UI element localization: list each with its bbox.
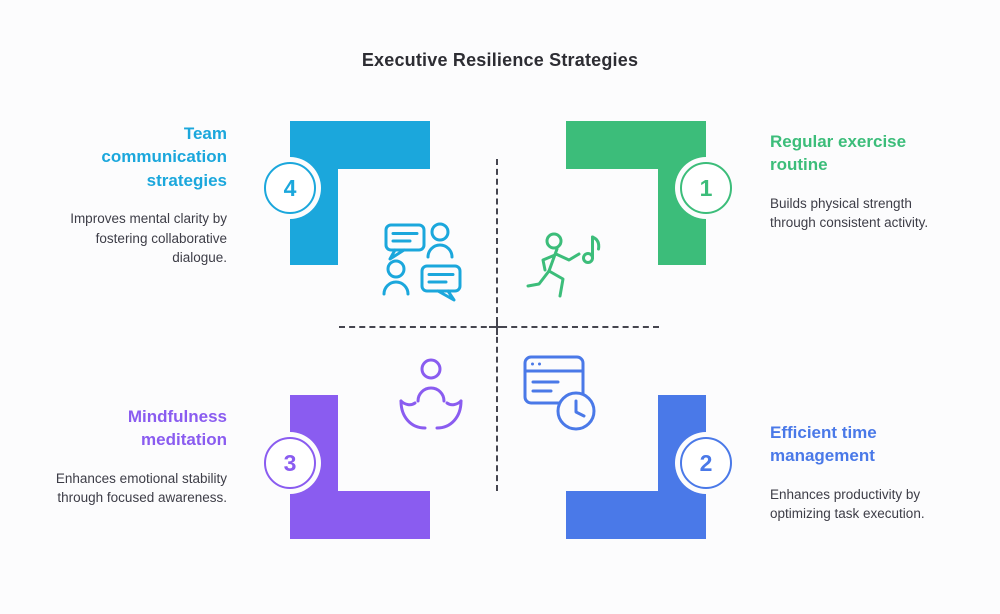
quadrant-text-mindfulness-meditation: Mindfulness meditation Enhances emotiona…: [37, 405, 227, 507]
quadrant-text-time-management: Efficient time management Enhances produ…: [770, 421, 970, 523]
runner-music-icon: [524, 222, 608, 304]
quadrant-description: Builds physical strength through consist…: [770, 195, 929, 231]
quadrant-description: Enhances emotional stability through foc…: [55, 470, 227, 506]
step-number-badge-3: 3: [264, 437, 316, 489]
step-number-badge-1: 1: [680, 162, 732, 214]
quadrant-title: Efficient time management: [770, 423, 877, 466]
step-number-label: 4: [283, 174, 297, 201]
quadrant-description: Improves mental clarity by fostering col…: [70, 211, 227, 265]
quadrant-title: Team communication strategies: [101, 124, 227, 190]
quadrant-description: Enhances productivity by optimizing task…: [770, 486, 925, 522]
schedule-clock-icon: [520, 352, 606, 438]
quadrant-text-regular-exercise: Regular exercise routine Builds physical…: [770, 130, 970, 232]
step-number-badge-4: 4: [264, 162, 316, 214]
quadrant-title: Mindfulness meditation: [127, 407, 227, 450]
chat-people-icon: [380, 220, 466, 304]
step-number-badge-2: 2: [680, 437, 732, 489]
step-number-label: 1: [699, 174, 713, 201]
step-number-label: 3: [283, 449, 297, 476]
step-number-label: 2: [699, 449, 713, 476]
page-title: Executive Resilience Strategies: [361, 50, 639, 70]
meditation-hands-icon: [392, 356, 470, 434]
center-cross-marker: [489, 319, 505, 335]
quadrant-text-team-communication: Team communication strategies Improves m…: [37, 122, 227, 267]
center-cross-vertical: [496, 319, 498, 335]
quadrant-title: Regular exercise routine: [770, 132, 907, 175]
